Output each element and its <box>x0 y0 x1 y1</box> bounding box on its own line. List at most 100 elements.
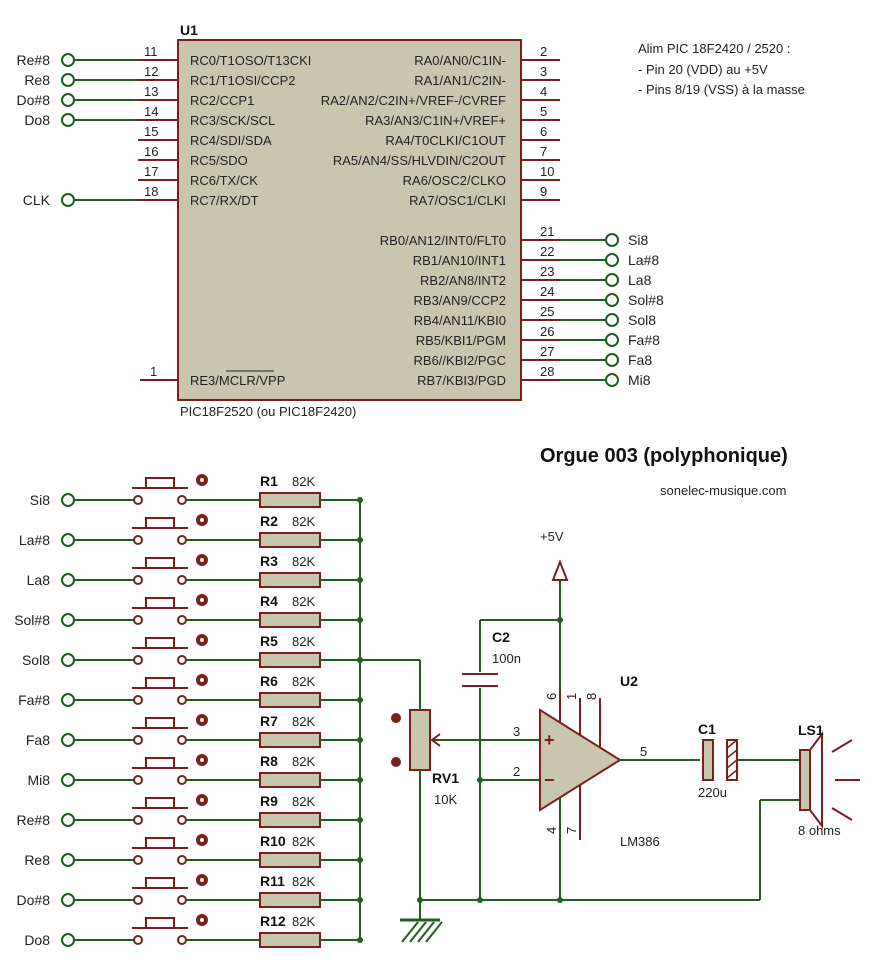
switch-contact <box>133 735 143 745</box>
u1-pin-name: RC0/T1OSO/T13CKI <box>190 53 311 68</box>
u1-pin-number: 9 <box>540 184 547 199</box>
c1-ref: C1 <box>698 721 716 737</box>
resistor-ref: R2 <box>260 513 278 529</box>
switch-button-icon <box>145 797 175 809</box>
net-label: Fa#8 <box>628 332 660 348</box>
c2-ref: C2 <box>492 629 510 645</box>
resistor-ref: R10 <box>260 833 286 849</box>
u1-pin-name: RC6/TX/CK <box>190 173 258 188</box>
key-terminal <box>61 933 75 947</box>
net-label: CLK <box>23 192 51 208</box>
key-net-label: Do#8 <box>17 892 51 908</box>
switch-pin-dot <box>200 638 204 642</box>
rv1-ref: RV1 <box>432 770 459 786</box>
switch-button-icon <box>145 637 175 649</box>
u1-pin-name: RB0/AN12/INT0/FLT0 <box>380 233 506 248</box>
key-row: Re8 R10 82K <box>24 833 363 868</box>
u1-pin-name: RA5/AN4/SS/HLVDIN/C2OUT <box>333 153 506 168</box>
net-label: La#8 <box>628 252 659 268</box>
u1-pin-number: 24 <box>540 284 554 299</box>
u1-pin-number: 5 <box>540 104 547 119</box>
net-terminal <box>61 113 75 127</box>
net-label: Do#8 <box>17 92 51 108</box>
switch-contact <box>133 815 143 825</box>
resistor-body <box>259 732 321 748</box>
ls1-cone-icon <box>809 731 823 829</box>
switch-contact <box>133 895 143 905</box>
switch-contact <box>177 935 187 945</box>
key-net-label: Re8 <box>24 852 50 868</box>
switch-contact <box>133 615 143 625</box>
switch-contact <box>133 495 143 505</box>
u2-pin-top-b: 1 <box>564 693 579 700</box>
key-net-label: Fa8 <box>26 732 50 748</box>
switch-pin-dot <box>200 878 204 882</box>
net-terminal <box>61 73 75 87</box>
u1-pin-number: 11 <box>144 44 158 59</box>
u1-pin-name: RC7/RX/DT <box>190 193 259 208</box>
key-net-label: La8 <box>27 572 51 588</box>
net-terminal <box>605 313 619 327</box>
switch-pin-dot <box>200 838 204 842</box>
u1-pin-number: 21 <box>540 224 554 239</box>
net-label: Mi8 <box>628 372 651 388</box>
u1-pin-number: 27 <box>540 344 554 359</box>
u1-pin-name: RA7/OSC1/CLKI <box>409 193 506 208</box>
u2-plus-sign: + <box>544 730 555 750</box>
net-label: Sol#8 <box>628 292 664 308</box>
c1-value: 220u <box>698 785 727 800</box>
junction-bus <box>357 657 363 663</box>
switch-contact <box>133 935 143 945</box>
resistor-value: 82K <box>292 634 315 649</box>
u1-pin-name: RA4/T0CLKI/C1OUT <box>385 133 506 148</box>
key-net-label: Fa#8 <box>18 692 50 708</box>
note-line-3: - Pins 8/19 (VSS) à la masse <box>638 82 805 97</box>
ground-hatch <box>401 921 443 943</box>
switch-contact <box>177 855 187 865</box>
resistor-ref: R1 <box>260 473 278 489</box>
rv1-pin-a <box>391 713 401 723</box>
switch-contact <box>177 655 187 665</box>
resistor-body <box>259 932 321 948</box>
resistor-ref: R4 <box>260 593 278 609</box>
switch-pin-dot <box>200 558 204 562</box>
key-terminal <box>61 853 75 867</box>
u1-mclr-pin-number: 1 <box>150 364 157 379</box>
switch-contact <box>177 775 187 785</box>
key-net-label: Do8 <box>24 932 50 948</box>
switch-button-icon <box>145 717 175 729</box>
switch-button-icon <box>145 557 175 569</box>
u1-pin-number: 6 <box>540 124 547 139</box>
u1-pin-name: RC4/SDI/SDA <box>190 133 272 148</box>
net-terminal <box>605 333 619 347</box>
switch-pin-dot <box>200 798 204 802</box>
u1-pin-name: RA1/AN1/C2IN- <box>414 73 506 88</box>
u2-minus-sign: − <box>544 770 555 790</box>
resistor-value: 82K <box>292 874 315 889</box>
switch-pin-dot <box>200 758 204 762</box>
resistor-value: 82K <box>292 554 315 569</box>
key-terminal <box>61 533 75 547</box>
switch-button-icon <box>145 677 175 689</box>
key-terminal <box>61 893 75 907</box>
ls1-value: 8 ohms <box>798 823 841 838</box>
u1-pin-number: 7 <box>540 144 547 159</box>
resistor-ref: R12 <box>260 913 286 929</box>
u1-microcontroller: U1 PIC18F2520 (ou PIC18F2420) 11RC0/T1OS… <box>17 22 664 419</box>
switch-contact <box>133 855 143 865</box>
c1-hatch <box>726 739 738 779</box>
net-terminal <box>61 193 75 207</box>
resistor-body <box>259 532 321 548</box>
resistor-value: 82K <box>292 714 315 729</box>
u1-pin-name: RC3/SCK/SCL <box>190 113 275 128</box>
resistor-value: 82K <box>292 834 315 849</box>
switch-contact <box>133 535 143 545</box>
key-net-label: Mi8 <box>27 772 50 788</box>
net-terminal <box>605 253 619 267</box>
switch-pin-dot <box>200 918 204 922</box>
